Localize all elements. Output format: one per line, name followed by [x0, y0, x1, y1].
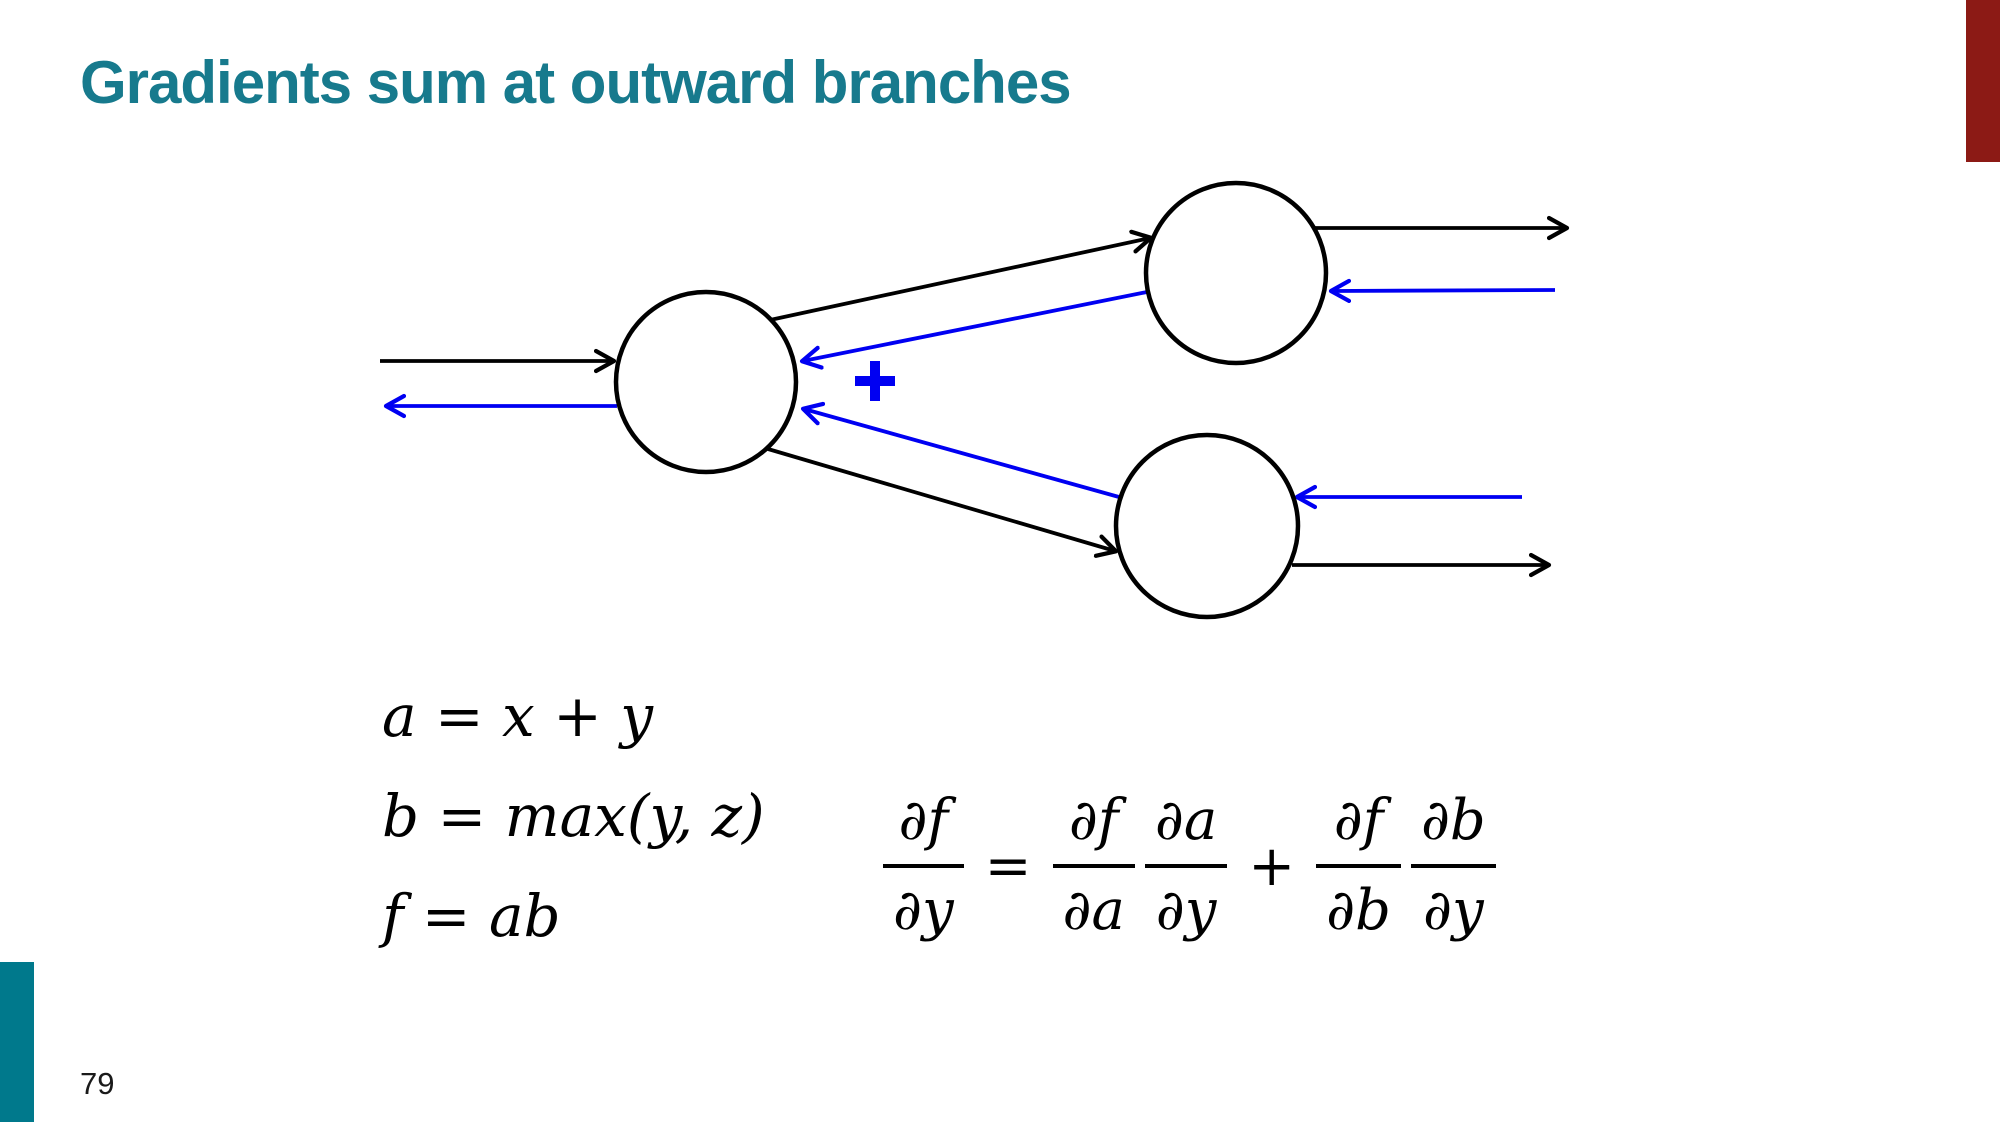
- graph-node: [613, 289, 799, 475]
- gradient-edge: [1332, 290, 1556, 291]
- fraction-term: ∂f∂a: [1052, 778, 1135, 954]
- graph-node: [1143, 180, 1329, 366]
- fraction-bar: [1144, 864, 1228, 868]
- page-number: 79: [80, 1066, 115, 1101]
- formula-line: a = x + y: [382, 682, 653, 750]
- gradient-edge: [804, 409, 1120, 499]
- fraction-term: ∂f∂b: [1316, 778, 1401, 954]
- formula-line: f = ab: [382, 882, 561, 950]
- fraction-term: ∂f∂y: [883, 778, 964, 954]
- forward-edge: [769, 238, 1150, 322]
- top-right-accent-bar: [1966, 0, 2000, 162]
- fraction-term: ∂b∂y: [1410, 778, 1496, 954]
- plus-sign: [855, 361, 895, 401]
- definition-equations: a = x + y b = max(y, z) f = ab: [382, 666, 765, 966]
- graph-node: [1113, 432, 1301, 620]
- fraction-term: ∂a∂y: [1144, 778, 1228, 954]
- fraction-bar: [883, 864, 964, 868]
- forward-edge: [767, 447, 1115, 551]
- operator: =: [984, 833, 1032, 899]
- chain-rule-equation: ∂f∂y = ∂f∂a∂a∂y + ∂f∂b∂b∂y: [878, 778, 1501, 954]
- fraction-bar: [1316, 864, 1401, 868]
- fraction-bar: [1410, 864, 1496, 868]
- operator: +: [1248, 833, 1296, 899]
- bottom-left-accent-bar: [0, 962, 34, 1122]
- gradient-edge: [803, 290, 1148, 361]
- formula-line: b = max(y, z): [382, 782, 765, 850]
- slide-title: Gradients sum at outward branches: [80, 49, 1072, 116]
- fraction-bar: [1052, 864, 1135, 868]
